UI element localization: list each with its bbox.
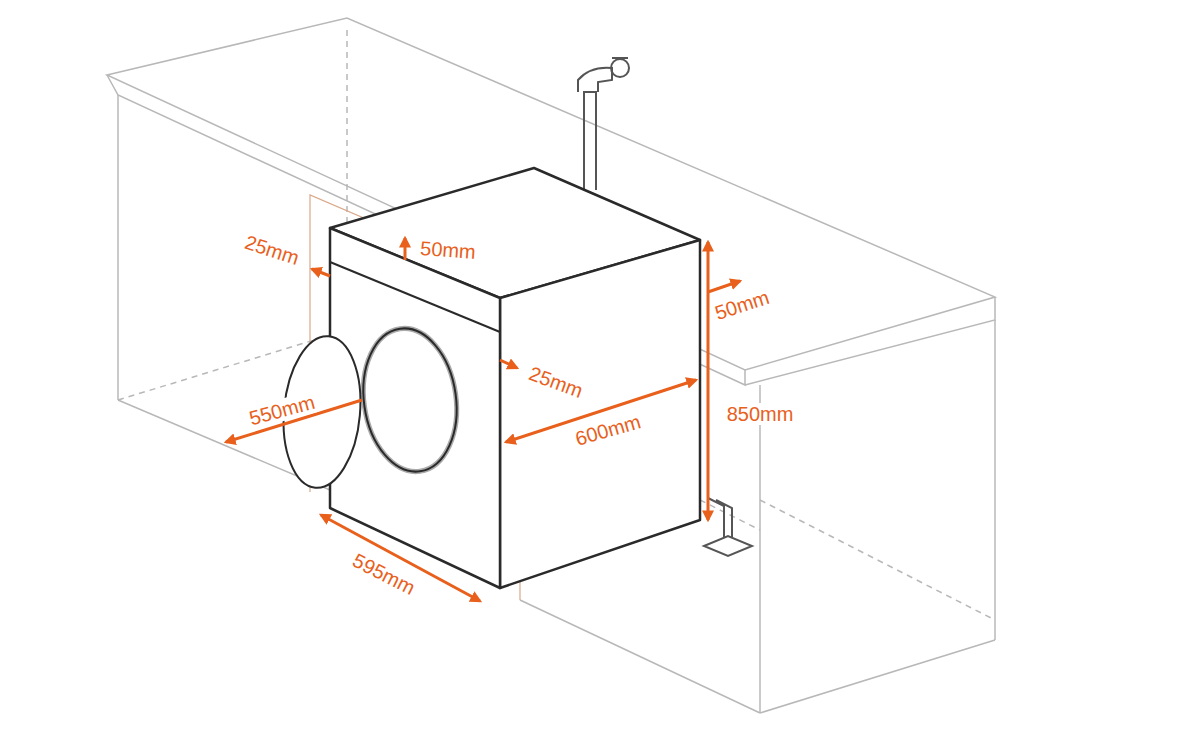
water-tap — [578, 58, 629, 190]
dimension-label: 50mm — [418, 237, 479, 263]
dimension-label: 25mm — [240, 230, 303, 269]
dimension-label: 595mm — [348, 548, 421, 600]
drain-pipe — [704, 498, 752, 556]
dimension-label: 850mm — [725, 403, 796, 425]
dimension-arrows — [226, 238, 740, 601]
counter — [107, 18, 995, 713]
